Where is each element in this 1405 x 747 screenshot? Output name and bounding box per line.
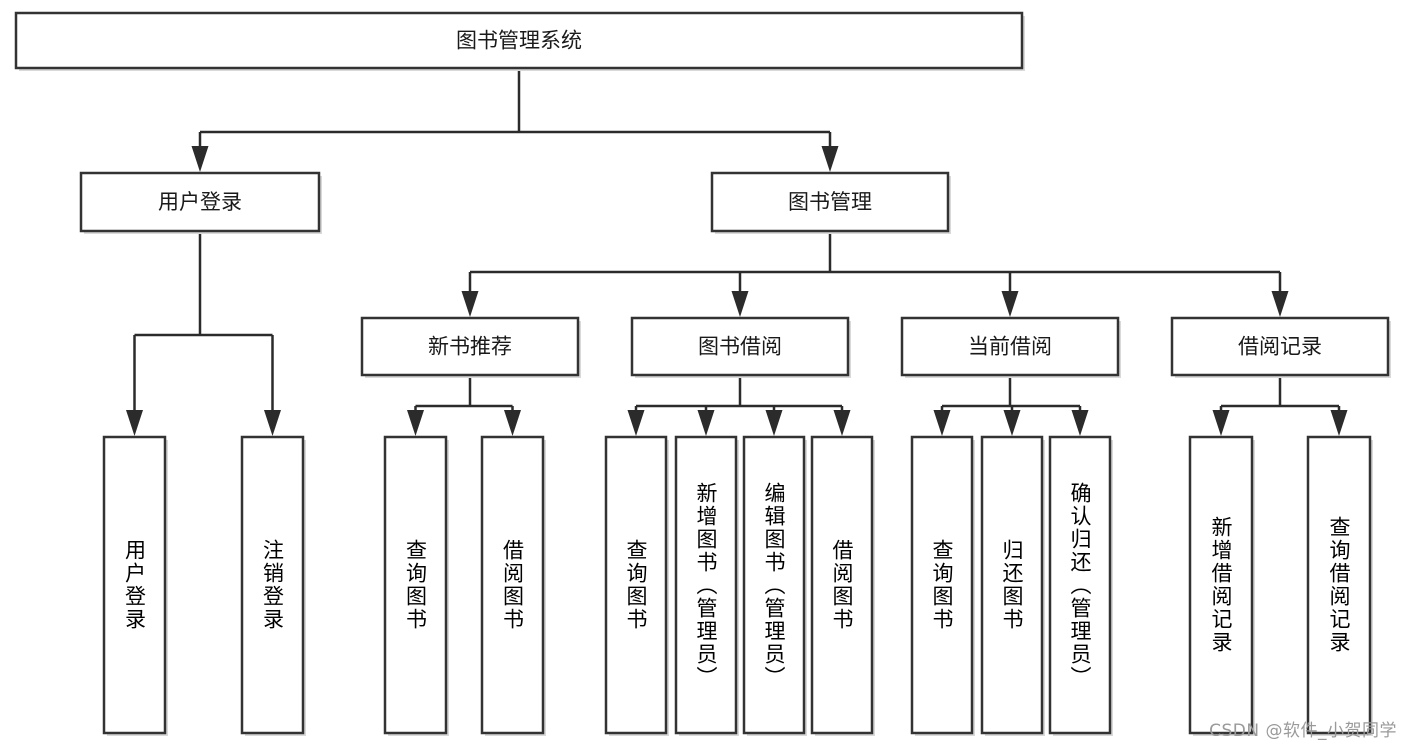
node-label: 新书推荐 bbox=[428, 335, 512, 359]
node-box bbox=[102, 435, 167, 735]
node-leaf-query-record: 查询借阅记录 bbox=[1306, 435, 1373, 736]
node-leaf-add-record: 新增借阅记录 bbox=[1188, 435, 1255, 736]
node-label: 图书管理 bbox=[788, 190, 872, 214]
node-label: 编辑图书（管理员） bbox=[762, 481, 786, 689]
node-label: 查询图书 bbox=[403, 539, 428, 631]
node-box bbox=[980, 435, 1044, 735]
node-layer: 图书管理系统用户登录图书管理新书推荐图书借阅当前借阅借阅记录用户登录注销登录查询… bbox=[14, 11, 1391, 736]
node-label: 借阅图书 bbox=[500, 539, 525, 631]
node-leaf-borrow-book-1: 借阅图书 bbox=[480, 435, 546, 736]
node-box bbox=[360, 316, 580, 377]
node-box bbox=[910, 435, 974, 735]
node-user-login: 用户登录 bbox=[79, 171, 322, 234]
connector-layer bbox=[126, 68, 1348, 436]
node-box bbox=[1188, 435, 1254, 735]
node-box bbox=[1306, 435, 1372, 735]
node-label: 借阅图书 bbox=[830, 539, 854, 631]
node-leaf-query-book-2: 查询图书 bbox=[604, 435, 669, 736]
node-leaf-return-book: 归还图书 bbox=[980, 435, 1045, 736]
node-label: 确认归还（管理员） bbox=[1068, 481, 1092, 689]
node-box bbox=[383, 435, 448, 735]
node-label: 用户登录 bbox=[158, 190, 242, 214]
node-label: 图书管理系统 bbox=[456, 29, 582, 53]
node-label: 当前借阅 bbox=[968, 335, 1052, 359]
node-label: 查询图书 bbox=[930, 539, 954, 631]
node-label: 查询借阅记录 bbox=[1327, 516, 1351, 654]
node-box bbox=[1170, 316, 1390, 377]
node-box bbox=[604, 435, 668, 735]
node-box bbox=[240, 435, 305, 735]
node-box bbox=[742, 435, 806, 735]
node-label: 新增图书（管理员） bbox=[694, 481, 718, 689]
node-box bbox=[14, 11, 1024, 70]
node-leaf-add-book: 新增图书（管理员） bbox=[674, 435, 739, 736]
node-label: 用户登录 bbox=[122, 539, 147, 631]
node-box bbox=[480, 435, 545, 735]
node-current-borrow: 当前借阅 bbox=[900, 316, 1121, 378]
node-label: 新增借阅记录 bbox=[1209, 516, 1233, 654]
node-leaf-borrow-book-2: 借阅图书 bbox=[810, 435, 875, 736]
node-leaf-logout: 注销登录 bbox=[240, 435, 306, 736]
node-box bbox=[900, 316, 1120, 377]
node-leaf-query-book-3: 查询图书 bbox=[910, 435, 975, 736]
node-leaf-edit-book: 编辑图书（管理员） bbox=[742, 435, 807, 736]
node-book-manage: 图书管理 bbox=[710, 171, 951, 234]
node-leaf-user-login: 用户登录 bbox=[102, 435, 168, 736]
node-root: 图书管理系统 bbox=[14, 11, 1025, 71]
node-label: 借阅记录 bbox=[1238, 335, 1322, 359]
node-label: 归还图书 bbox=[1000, 539, 1024, 631]
node-box bbox=[674, 435, 738, 735]
node-leaf-confirm-return: 确认归还（管理员） bbox=[1048, 435, 1113, 736]
node-leaf-query-book-1: 查询图书 bbox=[383, 435, 449, 736]
node-box bbox=[810, 435, 874, 735]
node-box bbox=[1048, 435, 1112, 735]
node-new-book-rec: 新书推荐 bbox=[360, 316, 581, 378]
node-box bbox=[79, 171, 321, 233]
node-label: 注销登录 bbox=[260, 539, 285, 631]
node-borrow-record: 借阅记录 bbox=[1170, 316, 1391, 378]
node-book-borrow: 图书借阅 bbox=[630, 316, 851, 378]
node-label: 查询图书 bbox=[624, 539, 648, 631]
node-box bbox=[630, 316, 850, 377]
node-label: 图书借阅 bbox=[698, 335, 782, 359]
node-box bbox=[710, 171, 950, 233]
